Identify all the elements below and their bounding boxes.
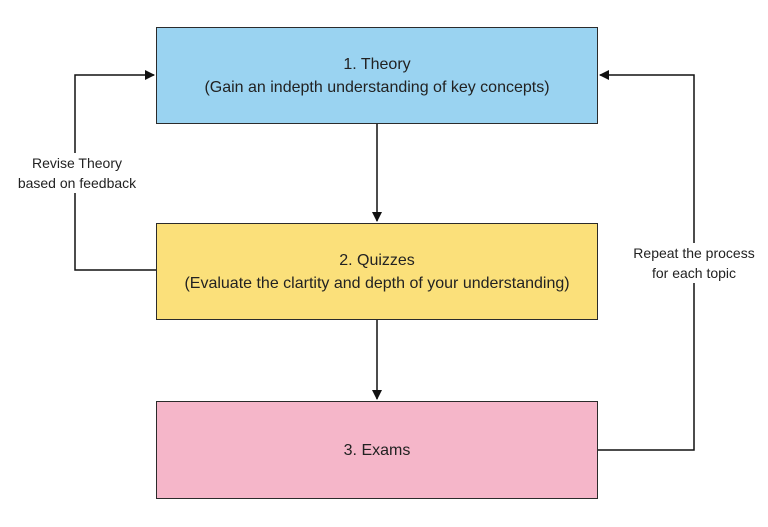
node-exams: 3. Exams xyxy=(156,401,598,499)
edge-label-repeat-process: Repeat the process for each topic xyxy=(624,243,764,283)
node-quizzes-subtitle: (Evaluate the clartity and depth of your… xyxy=(184,274,570,292)
node-exams-title: 3. Exams xyxy=(343,441,411,459)
node-quizzes: 2. Quizzes (Evaluate the clartity and de… xyxy=(156,223,598,320)
edge-label-repeat-line2: for each topic xyxy=(651,265,737,281)
node-theory-subtitle: (Gain an indepth understanding of key co… xyxy=(204,78,550,96)
edge-label-revise-line2: based on feedback xyxy=(17,175,137,191)
edge-label-revise-line1: Revise Theory xyxy=(31,155,122,171)
node-theory-title: 1. Theory xyxy=(343,55,411,73)
edge-label-revise-theory: Revise Theory based on feedback xyxy=(2,153,152,193)
node-theory: 1. Theory (Gain an indepth understanding… xyxy=(156,27,598,124)
node-quizzes-title: 2. Quizzes xyxy=(339,251,415,269)
edge-label-repeat-line1: Repeat the process xyxy=(633,245,755,261)
